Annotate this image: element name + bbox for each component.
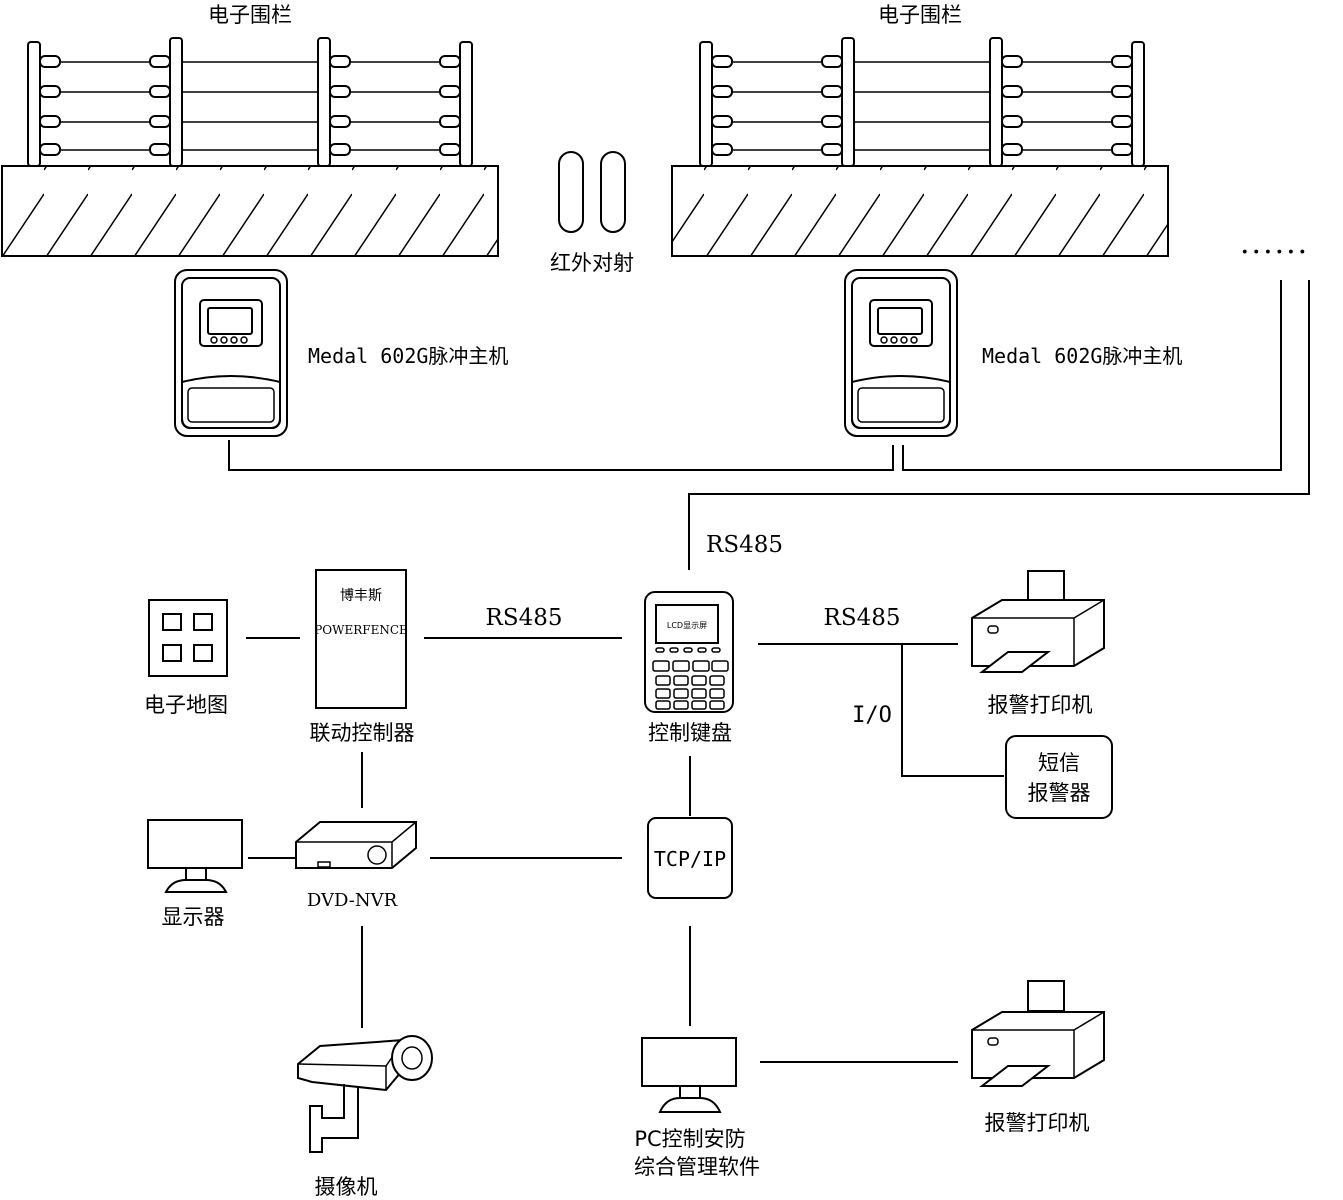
rs485-mid-label: RS485: [486, 605, 563, 631]
monitor-label: 显示器: [162, 905, 225, 929]
pulse-host-right: [844, 269, 958, 437]
alarm-printer-top-label: 报警打印机: [988, 693, 1093, 717]
control-keyboard-label: 控制键盘: [648, 721, 732, 745]
rs485-right-label: RS485: [824, 605, 901, 631]
alarm-printer-bottom-label: 报警打印机: [985, 1111, 1090, 1135]
sms-alarm-line2: 报警器: [1028, 781, 1091, 805]
linkage-controller-brand-en: POWERFENCE: [314, 623, 408, 637]
linkage-controller-label: 联动控制器: [310, 721, 415, 745]
alarm-printer-bottom: 报警打印机: [971, 980, 1105, 1135]
e-map: 电子地图: [144, 599, 228, 717]
rs485-bus-lines: [228, 280, 1310, 570]
infrared-label: 红外对射: [550, 251, 634, 275]
sms-alarm: 短信 报警器: [1005, 735, 1113, 819]
pulse-host-left-label: Medal 602G脉冲主机: [308, 344, 508, 368]
infrared-beam-sensor: 红外对射: [550, 151, 634, 275]
fence-right-wall: [671, 165, 1169, 257]
monitor: 显示器: [147, 819, 243, 929]
control-keyboard: LCD显示屏 控制键盘: [644, 591, 734, 745]
continuation-dots: ······: [1240, 235, 1309, 270]
electronic-fence-right: 电子围栏: [671, 3, 1169, 257]
fence-left-wall: [1, 165, 499, 257]
fence-left-posts: [27, 37, 473, 167]
control-keyboard-screen-text: LCD显示屏: [667, 621, 707, 630]
nvr-label: DVD-NVR: [307, 890, 398, 911]
io-label: I/O: [852, 703, 892, 728]
fence-left-label: 电子围栏: [208, 3, 292, 27]
pc-software-line2: 综合管理软件: [634, 1155, 760, 1179]
camera-label: 摄像机: [315, 1175, 378, 1199]
fence-right-posts: [699, 37, 1145, 167]
fence-right-label: 电子围栏: [878, 3, 962, 27]
fence-left-wires: [36, 61, 466, 151]
sms-alarm-line1: 短信: [1038, 751, 1080, 775]
pc-software-line1: PC控制安防: [634, 1127, 745, 1151]
electronic-fence-left: 电子围栏: [1, 3, 499, 257]
linkage-controller-brand-cn: 博丰斯: [340, 587, 382, 604]
linkage-controller: 博丰斯 POWERFENCE 联动控制器: [310, 569, 415, 745]
dvd-nvr: DVD-NVR: [295, 821, 417, 911]
pulse-host-left: [174, 269, 288, 437]
camera: 摄像机: [297, 1035, 433, 1199]
e-map-label: 电子地图: [144, 693, 228, 717]
infrared-emitter-icon: [558, 151, 584, 233]
rs485-top-label: RS485: [706, 532, 783, 558]
infrared-receiver-icon: [600, 151, 626, 233]
fence-left-insulators: [39, 55, 461, 156]
tcpip-label: TCP/IP: [654, 847, 726, 871]
fence-right-wires: [708, 61, 1138, 151]
tcpip-switch: TCP/IP: [647, 817, 733, 899]
pc-management-software: PC控制安防 综合管理软件: [634, 1037, 760, 1179]
fence-right-insulators: [711, 55, 1133, 156]
pulse-host-right-label: Medal 602G脉冲主机: [982, 344, 1182, 368]
alarm-printer-top: 报警打印机: [971, 570, 1105, 717]
